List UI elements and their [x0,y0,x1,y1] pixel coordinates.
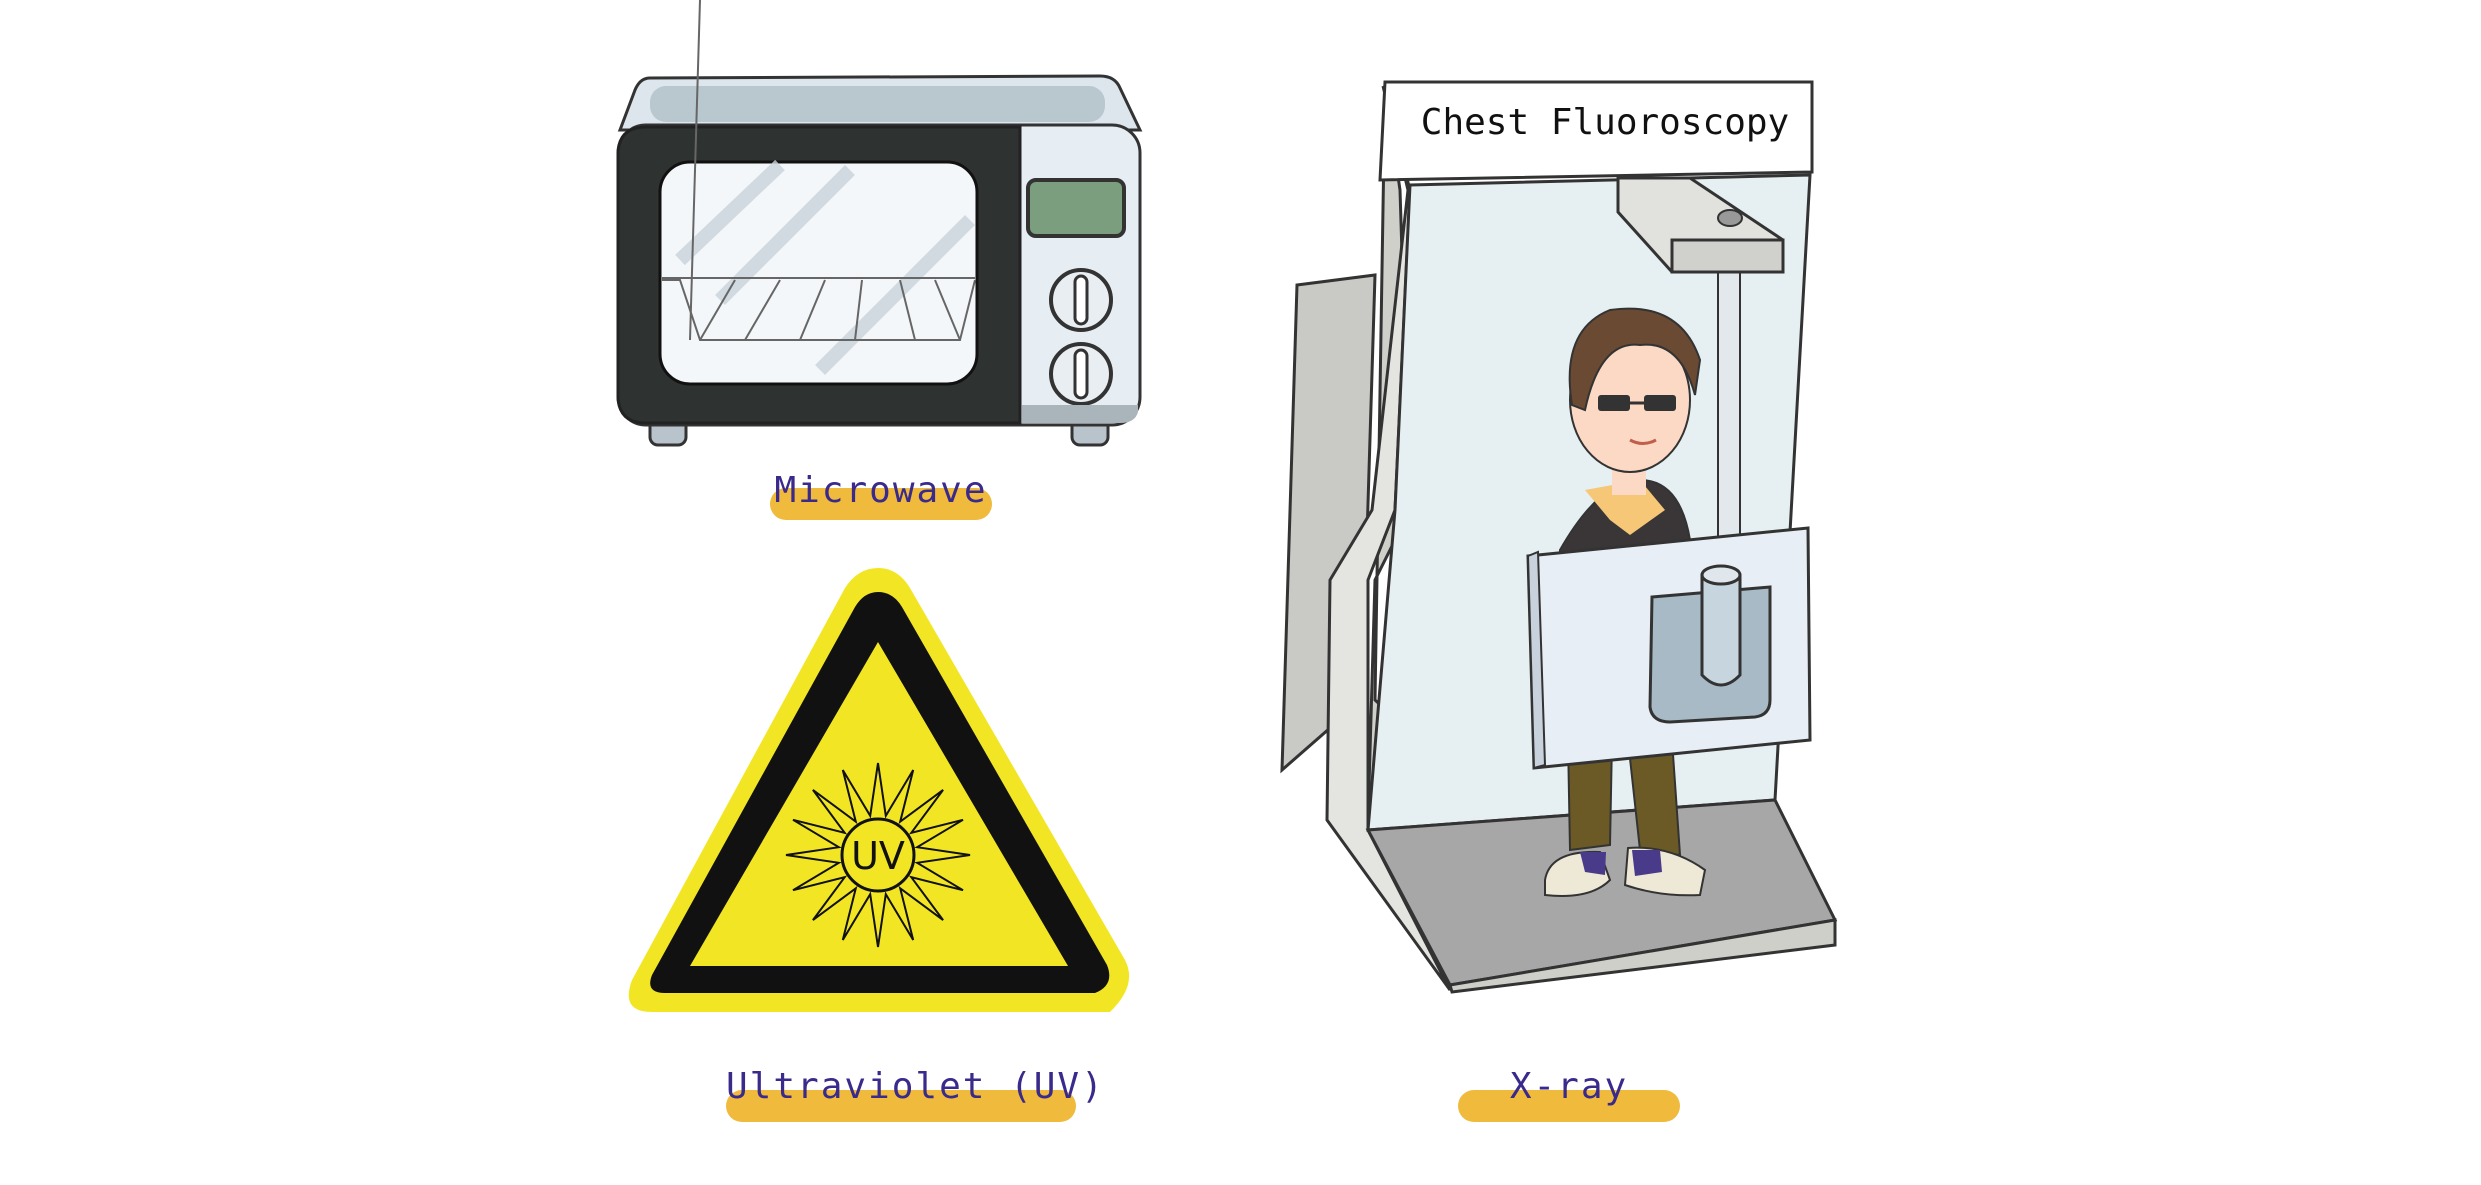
microwave-label: Microwave [774,470,988,511]
sun-rays [785,762,971,948]
uv-sign-text: UV [851,834,905,878]
uv-label: Ultraviolet (UV) [726,1066,1105,1107]
microwave-label-pill [770,488,992,520]
xray-label: X-ray [1509,1066,1629,1107]
uv-label-pill [726,1090,1076,1122]
xray-panel-title: Chest Fluoroscopy [1420,102,1790,143]
uv-warning-icon: UV [628,568,1130,1012]
xray-label-pill [1458,1090,1680,1122]
microwave-icon [616,0,1143,447]
chest-fluoroscopy-illustration [1280,80,1838,994]
patient-figure [1544,307,1707,897]
